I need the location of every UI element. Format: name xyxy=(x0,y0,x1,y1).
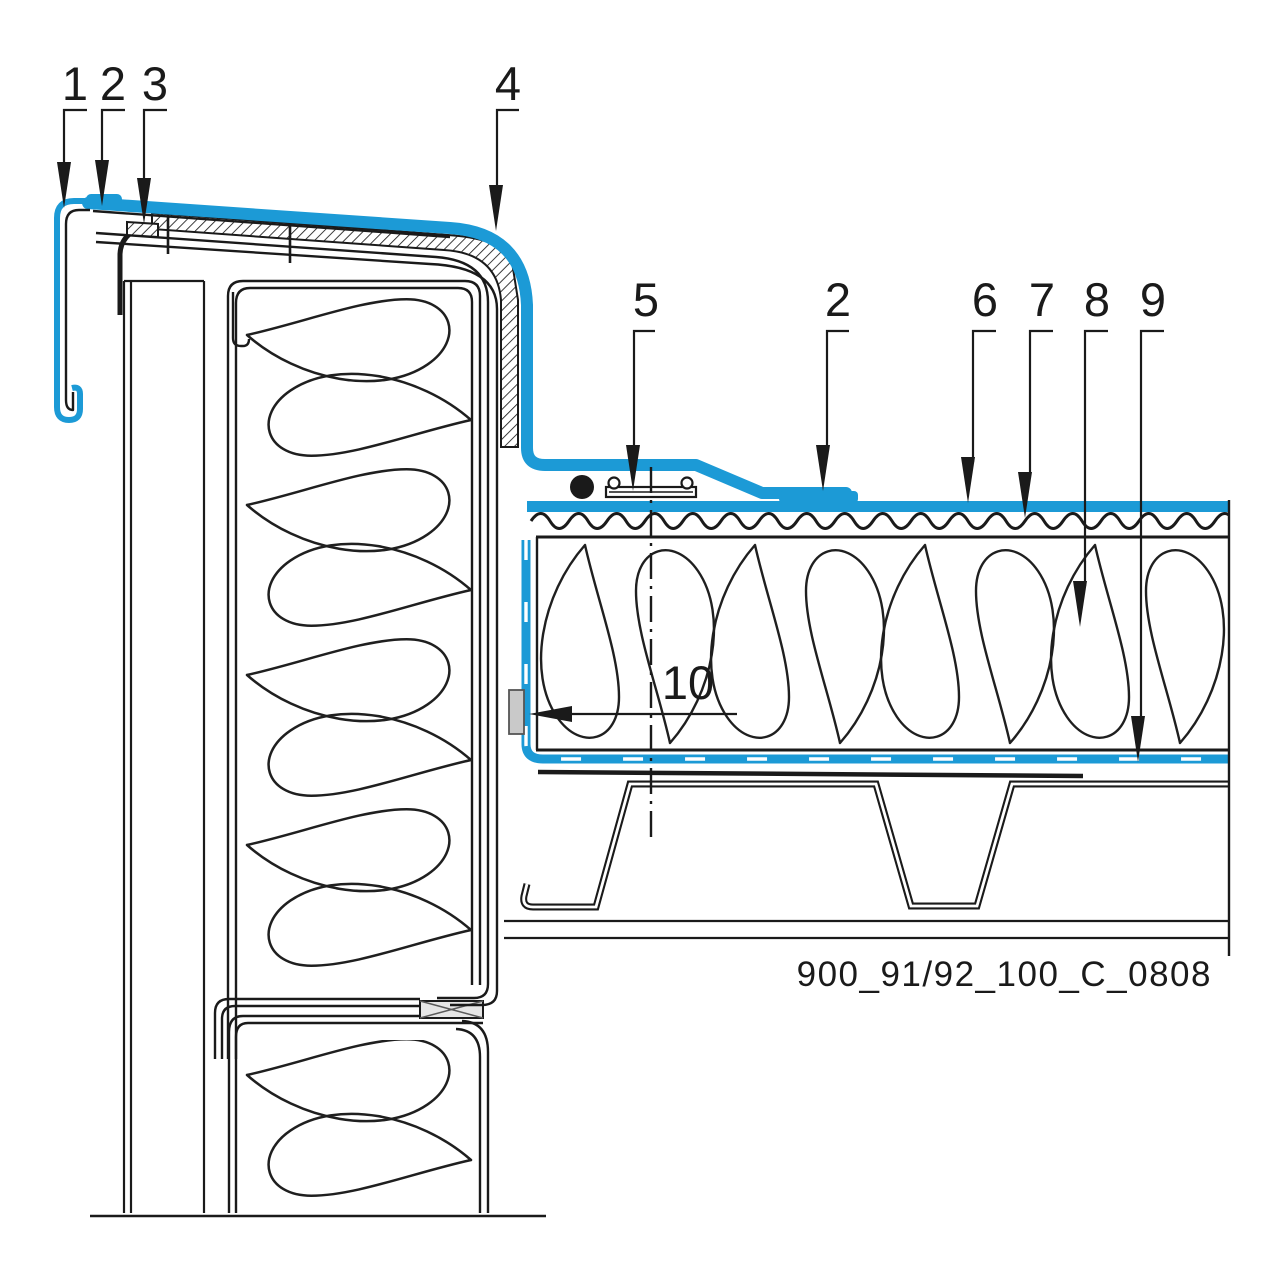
drawing-code: 900_91/92_100_C_0808 xyxy=(797,955,1212,994)
arrow-down-icon xyxy=(816,445,830,491)
stud-track-hook xyxy=(231,292,251,348)
callout-5: 5 xyxy=(633,273,659,326)
edge-separation-pad xyxy=(508,689,525,735)
callout-6: 6 xyxy=(972,273,998,326)
membrane-overlap-seam xyxy=(779,491,858,503)
coping-metal-edge xyxy=(92,209,451,239)
callout-9: 9 xyxy=(1140,273,1166,326)
arrow-down-icon xyxy=(1073,581,1087,627)
arrow-down-icon xyxy=(137,178,151,224)
arrow-left-icon xyxy=(529,706,572,722)
vapour-barrier xyxy=(521,540,1229,764)
deck-bearing-line xyxy=(537,769,1084,779)
callout-1: 1 xyxy=(62,57,88,110)
separation-fleece xyxy=(529,512,1229,530)
callout-3: 3 xyxy=(142,57,168,110)
arrow-down-icon xyxy=(961,457,975,503)
callout-2: 2 xyxy=(100,57,126,110)
callout-8: 8 xyxy=(1084,273,1110,326)
callout-numbers: 1 2 3 4 5 2 6 7 8 9 10 xyxy=(62,57,1166,709)
steel-deck xyxy=(520,780,1229,911)
arrow-down-icon xyxy=(57,162,71,208)
roof-membrane xyxy=(527,501,1229,512)
wall-rail-connection xyxy=(213,997,483,1213)
arrow-down-icon xyxy=(626,445,640,491)
arrow-down-icon xyxy=(1018,472,1032,518)
membrane-welt-edge xyxy=(86,194,122,206)
wall-outer-board xyxy=(122,279,206,1213)
parapet-membrane-flashing xyxy=(82,194,858,503)
lower-wall-liner xyxy=(455,1019,490,1213)
arrow-down-icon xyxy=(95,160,109,206)
callout-2b: 2 xyxy=(825,273,851,326)
sealant-rod-dot xyxy=(570,475,594,499)
callout-10: 10 xyxy=(662,656,714,709)
callout-arrowheads xyxy=(57,160,1145,762)
arrow-down-icon xyxy=(1131,716,1145,762)
support-lines xyxy=(504,919,1229,940)
callout-leaders xyxy=(62,108,1164,720)
wood-batten-block xyxy=(126,220,159,239)
parapet-inner-liner xyxy=(95,231,499,1007)
arrow-down-icon xyxy=(489,185,503,231)
callout-7: 7 xyxy=(1029,273,1055,326)
callout-4: 4 xyxy=(495,57,521,110)
drip-edge-flashing xyxy=(54,198,90,423)
wall-stud-tray xyxy=(226,279,482,1059)
rail-connector-box xyxy=(419,1000,484,1019)
